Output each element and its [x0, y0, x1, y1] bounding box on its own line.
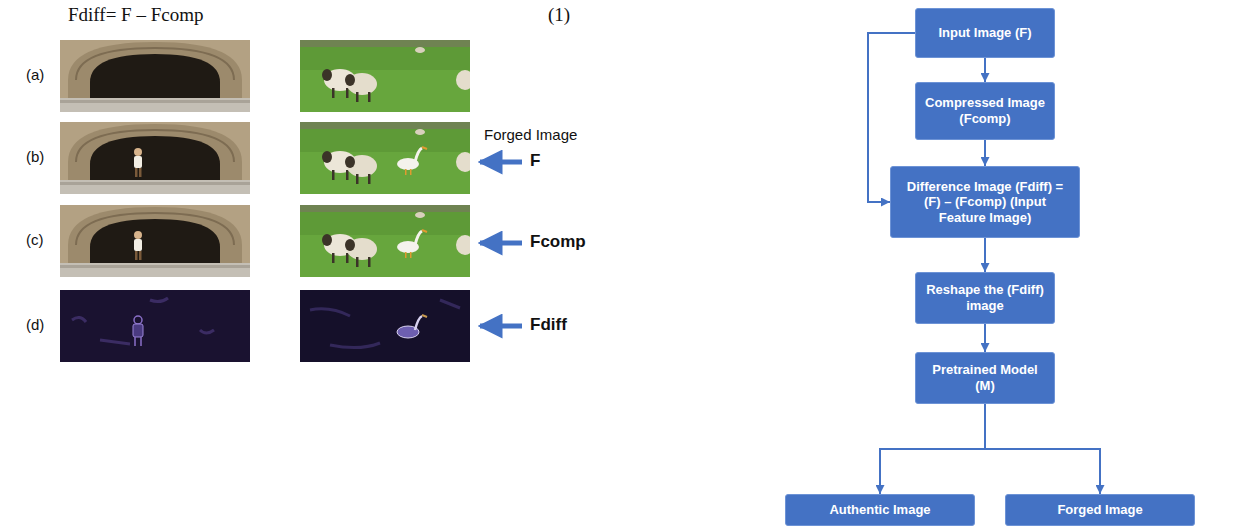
box-text: Reshape the (Fdiff) image	[924, 282, 1046, 313]
flow-arrow	[984, 324, 986, 352]
image-symbol: Fcomp	[530, 232, 586, 252]
flow-arrow	[880, 404, 985, 494]
flow-arrow	[984, 58, 986, 82]
equation: Fdiff= F – Fcomp	[68, 4, 203, 26]
process-box: Pretrained Model (M)	[915, 352, 1055, 404]
process-box: Compressed Image (Fcomp)	[915, 82, 1055, 140]
row-letter: (d)	[26, 316, 44, 333]
box-text: Pretrained Model (M)	[924, 362, 1046, 393]
box-text: Forged Image	[1057, 502, 1142, 518]
process-box: Reshape the (Fdiff) image	[915, 272, 1055, 324]
flow-arrow	[985, 404, 1100, 494]
box-text: Compressed Image (Fcomp)	[924, 95, 1046, 126]
row-letter: (b)	[26, 148, 44, 165]
image-symbol: Fdiff	[530, 315, 567, 335]
flow-arrow	[984, 140, 986, 166]
process-box: Forged Image	[1005, 494, 1195, 526]
row-letter: (c)	[26, 231, 44, 248]
image-caption: Forged Image	[484, 126, 577, 143]
row-letter: (a)	[26, 66, 44, 83]
process-box: Input Image (F)	[915, 8, 1055, 58]
box-text: Difference Image (Fdiff) = (F) – (Fcomp)…	[899, 179, 1071, 226]
process-box: Difference Image (Fdiff) = (F) – (Fcomp)…	[890, 166, 1080, 238]
box-text: Authentic Image	[829, 502, 930, 518]
box-text: Input Image (F)	[938, 25, 1031, 41]
flow-arrow	[984, 238, 986, 272]
process-box: Authentic Image	[785, 494, 975, 526]
equation-number: (1)	[548, 4, 570, 26]
image-symbol: F	[530, 151, 540, 171]
